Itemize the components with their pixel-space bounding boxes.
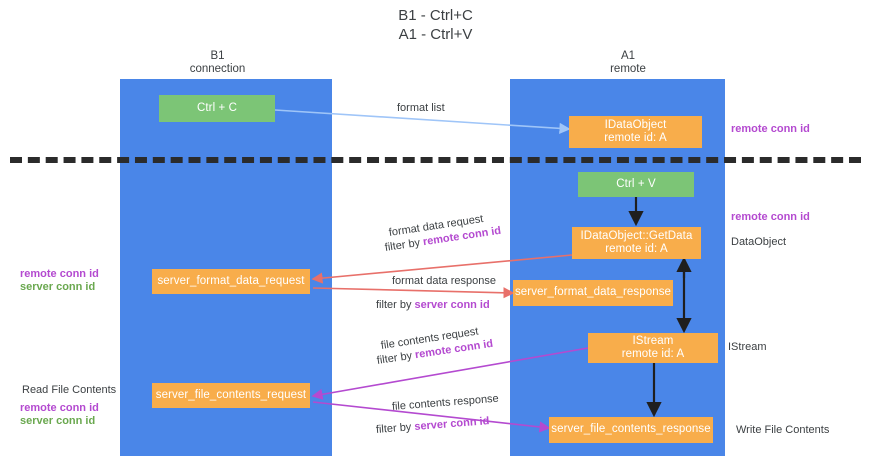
annotation-remote-conn-id-top: remote conn id	[731, 123, 810, 135]
annotation-left-remote-conn-id-2: remote conn id	[20, 402, 99, 414]
annotation-write-file-contents: Write File Contents	[736, 424, 830, 436]
page-title: B1 - Ctrl+C A1 - Ctrl+V	[398, 7, 473, 43]
node-idataobject-getdata[interactable]: IDataObject::GetData remote id: A	[572, 227, 701, 259]
filter-key-server-conn-id: server conn id	[414, 299, 490, 311]
annotation-istream: IStream	[728, 341, 767, 353]
node-ctrl-c[interactable]: Ctrl + C	[159, 95, 275, 122]
filter-prefix: filter by	[376, 299, 415, 311]
lane-header-b1-connection: B1 connection	[189, 50, 246, 75]
node-server-format-data-request[interactable]: server_format_data_request	[152, 269, 310, 294]
annotation-remote-conn-id-mid: remote conn id	[731, 211, 810, 223]
annotation-dataobject: DataObject	[731, 236, 787, 248]
edge-label-file-contents-response: file contents response	[391, 392, 500, 413]
lane-header-a1-remote: A1 remote	[610, 50, 646, 75]
annotation-left-server-conn-id: server conn id	[20, 281, 96, 293]
annotation-left-server-conn-id-2: server conn id	[20, 415, 96, 427]
annotation-read-file-contents: Read File Contents	[22, 384, 117, 396]
node-istream[interactable]: IStream remote id: A	[588, 333, 718, 363]
node-server-format-data-response[interactable]: server_format_data_response	[513, 280, 673, 306]
node-idataobject[interactable]: IDataObject remote id: A	[569, 116, 702, 148]
node-server-file-contents-request[interactable]: server_file_contents_request	[152, 383, 310, 408]
node-server-file-contents-response[interactable]: server_file_contents_response	[549, 417, 713, 443]
annotation-left-remote-conn-id: remote conn id	[20, 268, 99, 280]
edge-label-file-contents-response-filter: filter by server conn id	[375, 415, 489, 437]
edge-label-format-list: format list	[397, 102, 445, 114]
edge-label-format-data-response: format data response	[392, 275, 496, 287]
filter-prefix: filter by	[375, 420, 415, 436]
filter-key-server-conn-id: server conn id	[413, 415, 490, 433]
node-ctrl-v[interactable]: Ctrl + V	[578, 172, 694, 197]
edge-label-format-data-response-filter: filter by server conn id	[376, 299, 490, 312]
section-divider	[10, 157, 861, 163]
